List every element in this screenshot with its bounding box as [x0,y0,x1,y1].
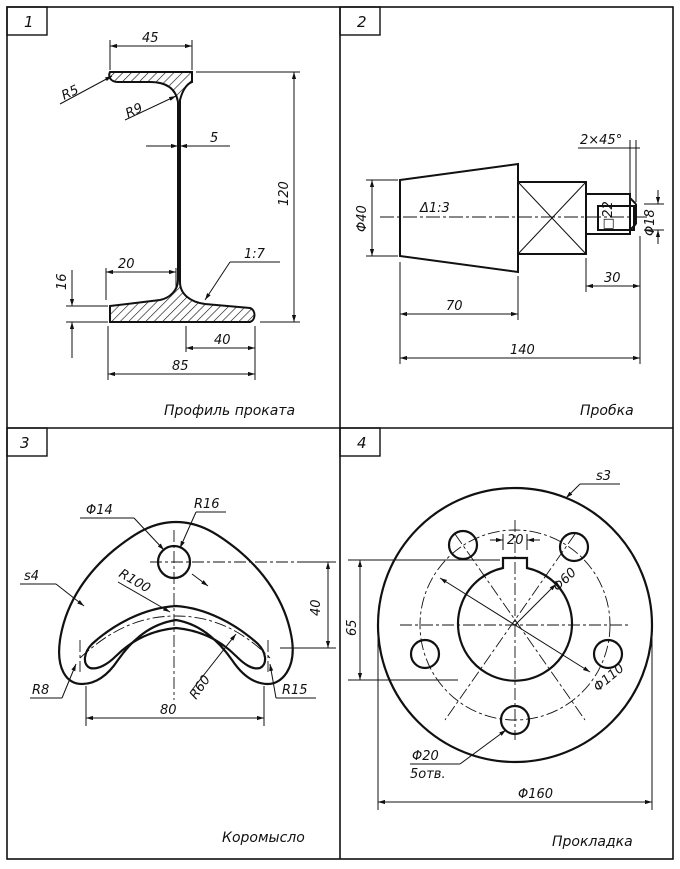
dim-width-80: 80 [160,703,177,718]
rocker-part [58,520,294,686]
dim-bore: Φ60 [550,565,580,595]
dim-taper: Δ1:3 [419,201,450,216]
dim-big-diameter: Φ40 [355,205,370,232]
dim-flange-left: 20 [118,257,135,272]
dim-gasket-thickness: s3 [596,469,611,484]
dim-top-width: 45 [142,31,159,46]
dim-cone-length: 70 [446,299,463,314]
panel-number-boxes [6,6,381,457]
dim-end-diameter: Φ18 [643,209,658,236]
dim-r16: R16 [194,497,220,512]
dim-bottom-right: 40 [214,333,231,348]
dim-roughness: 1:7 [244,247,266,262]
dim-thickness: s4 [24,569,39,584]
dim-flange-thk: 16 [55,273,70,290]
dim-key-depth: 65 [345,619,360,636]
panel-1-caption: Профиль проката [164,403,295,419]
panel-4-number: 4 [357,434,367,452]
dim-total-width: 85 [172,359,189,374]
profile-section [108,71,256,323]
dim-outer-diameter: Φ160 [518,787,553,802]
panel-3-caption: Коромысло [222,830,305,846]
panel-4-caption: Прокладка [552,834,633,850]
rocker-center-lines [79,530,330,700]
dim-holes-diameter: Φ20 [412,749,439,764]
dim-chamfer: 2×45° [580,133,622,148]
dim-holes-count: 5отв. [410,767,446,782]
panel-2-number: 2 [357,13,367,31]
dim-r5: R5 [59,83,81,104]
panel-2-caption: Пробка [580,403,634,419]
gasket-center-lines [400,520,630,740]
dim-web: 5 [210,131,218,146]
dim-r60: R60 [187,673,214,703]
dim-end-length: 30 [604,271,621,286]
panel-1-number: 1 [24,13,34,31]
dim-pcd: Φ110 [591,661,627,695]
dim-total-length: 140 [510,343,535,358]
plug-part [399,162,637,274]
dim-r15: R15 [282,683,308,698]
dim-height-40: 40 [309,599,324,616]
gasket-part [376,486,654,764]
dim-key-width: 20 [507,533,524,548]
dim-height: 120 [277,181,292,206]
dim-hole-diameter: Φ14 [86,503,113,518]
gasket-dimension-lines [348,483,653,810]
dim-r9: R9 [123,101,145,122]
panel-3-number: 3 [20,434,30,452]
profile-dimension-lines [59,40,300,380]
dim-square: □22 [601,201,616,230]
plug-dimension-lines [366,140,664,364]
rocker-dimension-lines [20,511,336,726]
dim-r8: R8 [32,683,49,698]
